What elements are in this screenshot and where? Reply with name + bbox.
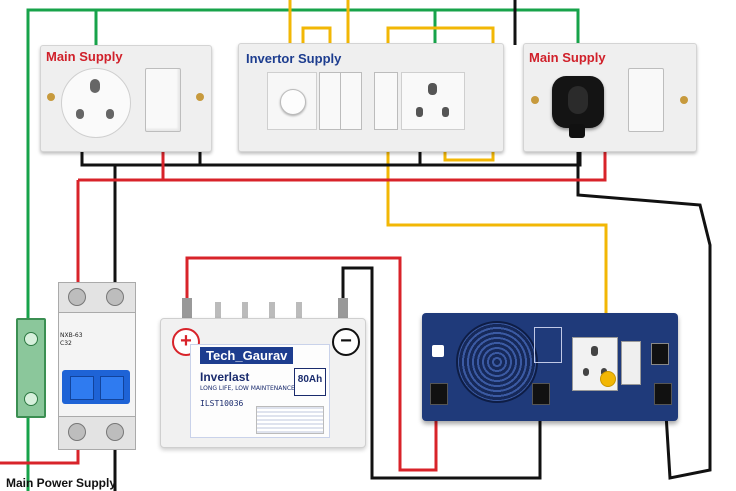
switch-icon[interactable] [145,68,181,132]
plug-cable-collar [569,124,585,138]
battery-subtitle: LONG LIFE, LOW MAINTENANCE [200,385,295,392]
minus-icon: − [332,328,360,356]
watermark-brand: Tech_Gaurav [200,347,294,364]
fuse-socket [654,383,672,405]
earth-wire-left [26,8,98,491]
earth-wires [26,8,580,491]
battery-model: ILST10036 [200,399,244,408]
inv-wire-e [386,140,608,378]
battery-neg-wire [341,266,542,480]
label-main-supply-right: Main Supply [529,50,606,65]
spec-panel [534,327,562,363]
battery-input-socket [430,383,448,405]
label-main-power-supply: Main Power Supply [6,476,117,490]
power-indicator [432,345,444,357]
output-connection-dot [600,371,616,387]
switch-icon[interactable] [340,72,362,130]
plug-icon[interactable] [552,76,604,128]
output-socket-icon[interactable] [572,337,618,391]
screw-icon [531,96,539,104]
earth-wire-inverter [96,8,437,45]
neutral-wires [80,0,712,491]
battery-name: Inverlast [200,370,250,384]
inv-wire-c [301,26,332,45]
screw-icon [196,93,204,101]
screw-icon [680,96,688,104]
neutral-bus [80,140,582,167]
mcb-toggle[interactable] [62,370,130,404]
inverter-unit [422,313,678,421]
label-main-supply-left: Main Supply [46,49,123,64]
label-inverter-supply: Invertor Supply [246,51,342,66]
terminal-screw-icon [68,423,86,441]
inverter-power-switch[interactable] [651,343,669,365]
battery-pos-wire [185,256,438,472]
terminal-screw-icon [106,288,124,306]
terminal-screw-icon [106,423,124,441]
earth-bar [16,318,46,418]
mains-input-socket [532,383,550,405]
plus-icon: + [172,328,200,356]
mcb-model: NXB-63 [60,332,83,339]
mcb-breaker: NXB-63 C32 [58,282,136,450]
socket-icon[interactable] [61,68,131,138]
earth-wire-right [435,8,580,45]
plug-wire-loop [576,130,712,480]
switchboard-right: Main Supply [523,43,697,152]
socket-icon[interactable] [401,72,465,130]
screw-icon [47,93,55,101]
capacity-badge: 80Ah [294,368,326,396]
input-breaker[interactable] [621,341,641,385]
terminal-screw-icon [68,288,86,306]
dimmer-knob-icon[interactable] [267,72,317,130]
switchboard-inverter: Invertor Supply [238,43,504,152]
switch-icon[interactable] [319,72,341,130]
battery: + − Tech_Gaurav Inverlast LONG LIFE, LOW… [160,298,366,448]
switch-icon[interactable] [374,72,398,130]
battery-warning-panel [256,406,324,434]
battery-capacity: 80Ah [297,374,323,385]
phase-to-main [0,448,80,465]
mcb-rating: C32 [60,340,72,347]
fan-icon [456,321,538,403]
battery-terminal-positive [182,298,192,320]
switch-icon[interactable] [628,68,664,132]
battery-terminal-negative [338,298,348,320]
switchboard-left: Main Supply [40,45,212,152]
